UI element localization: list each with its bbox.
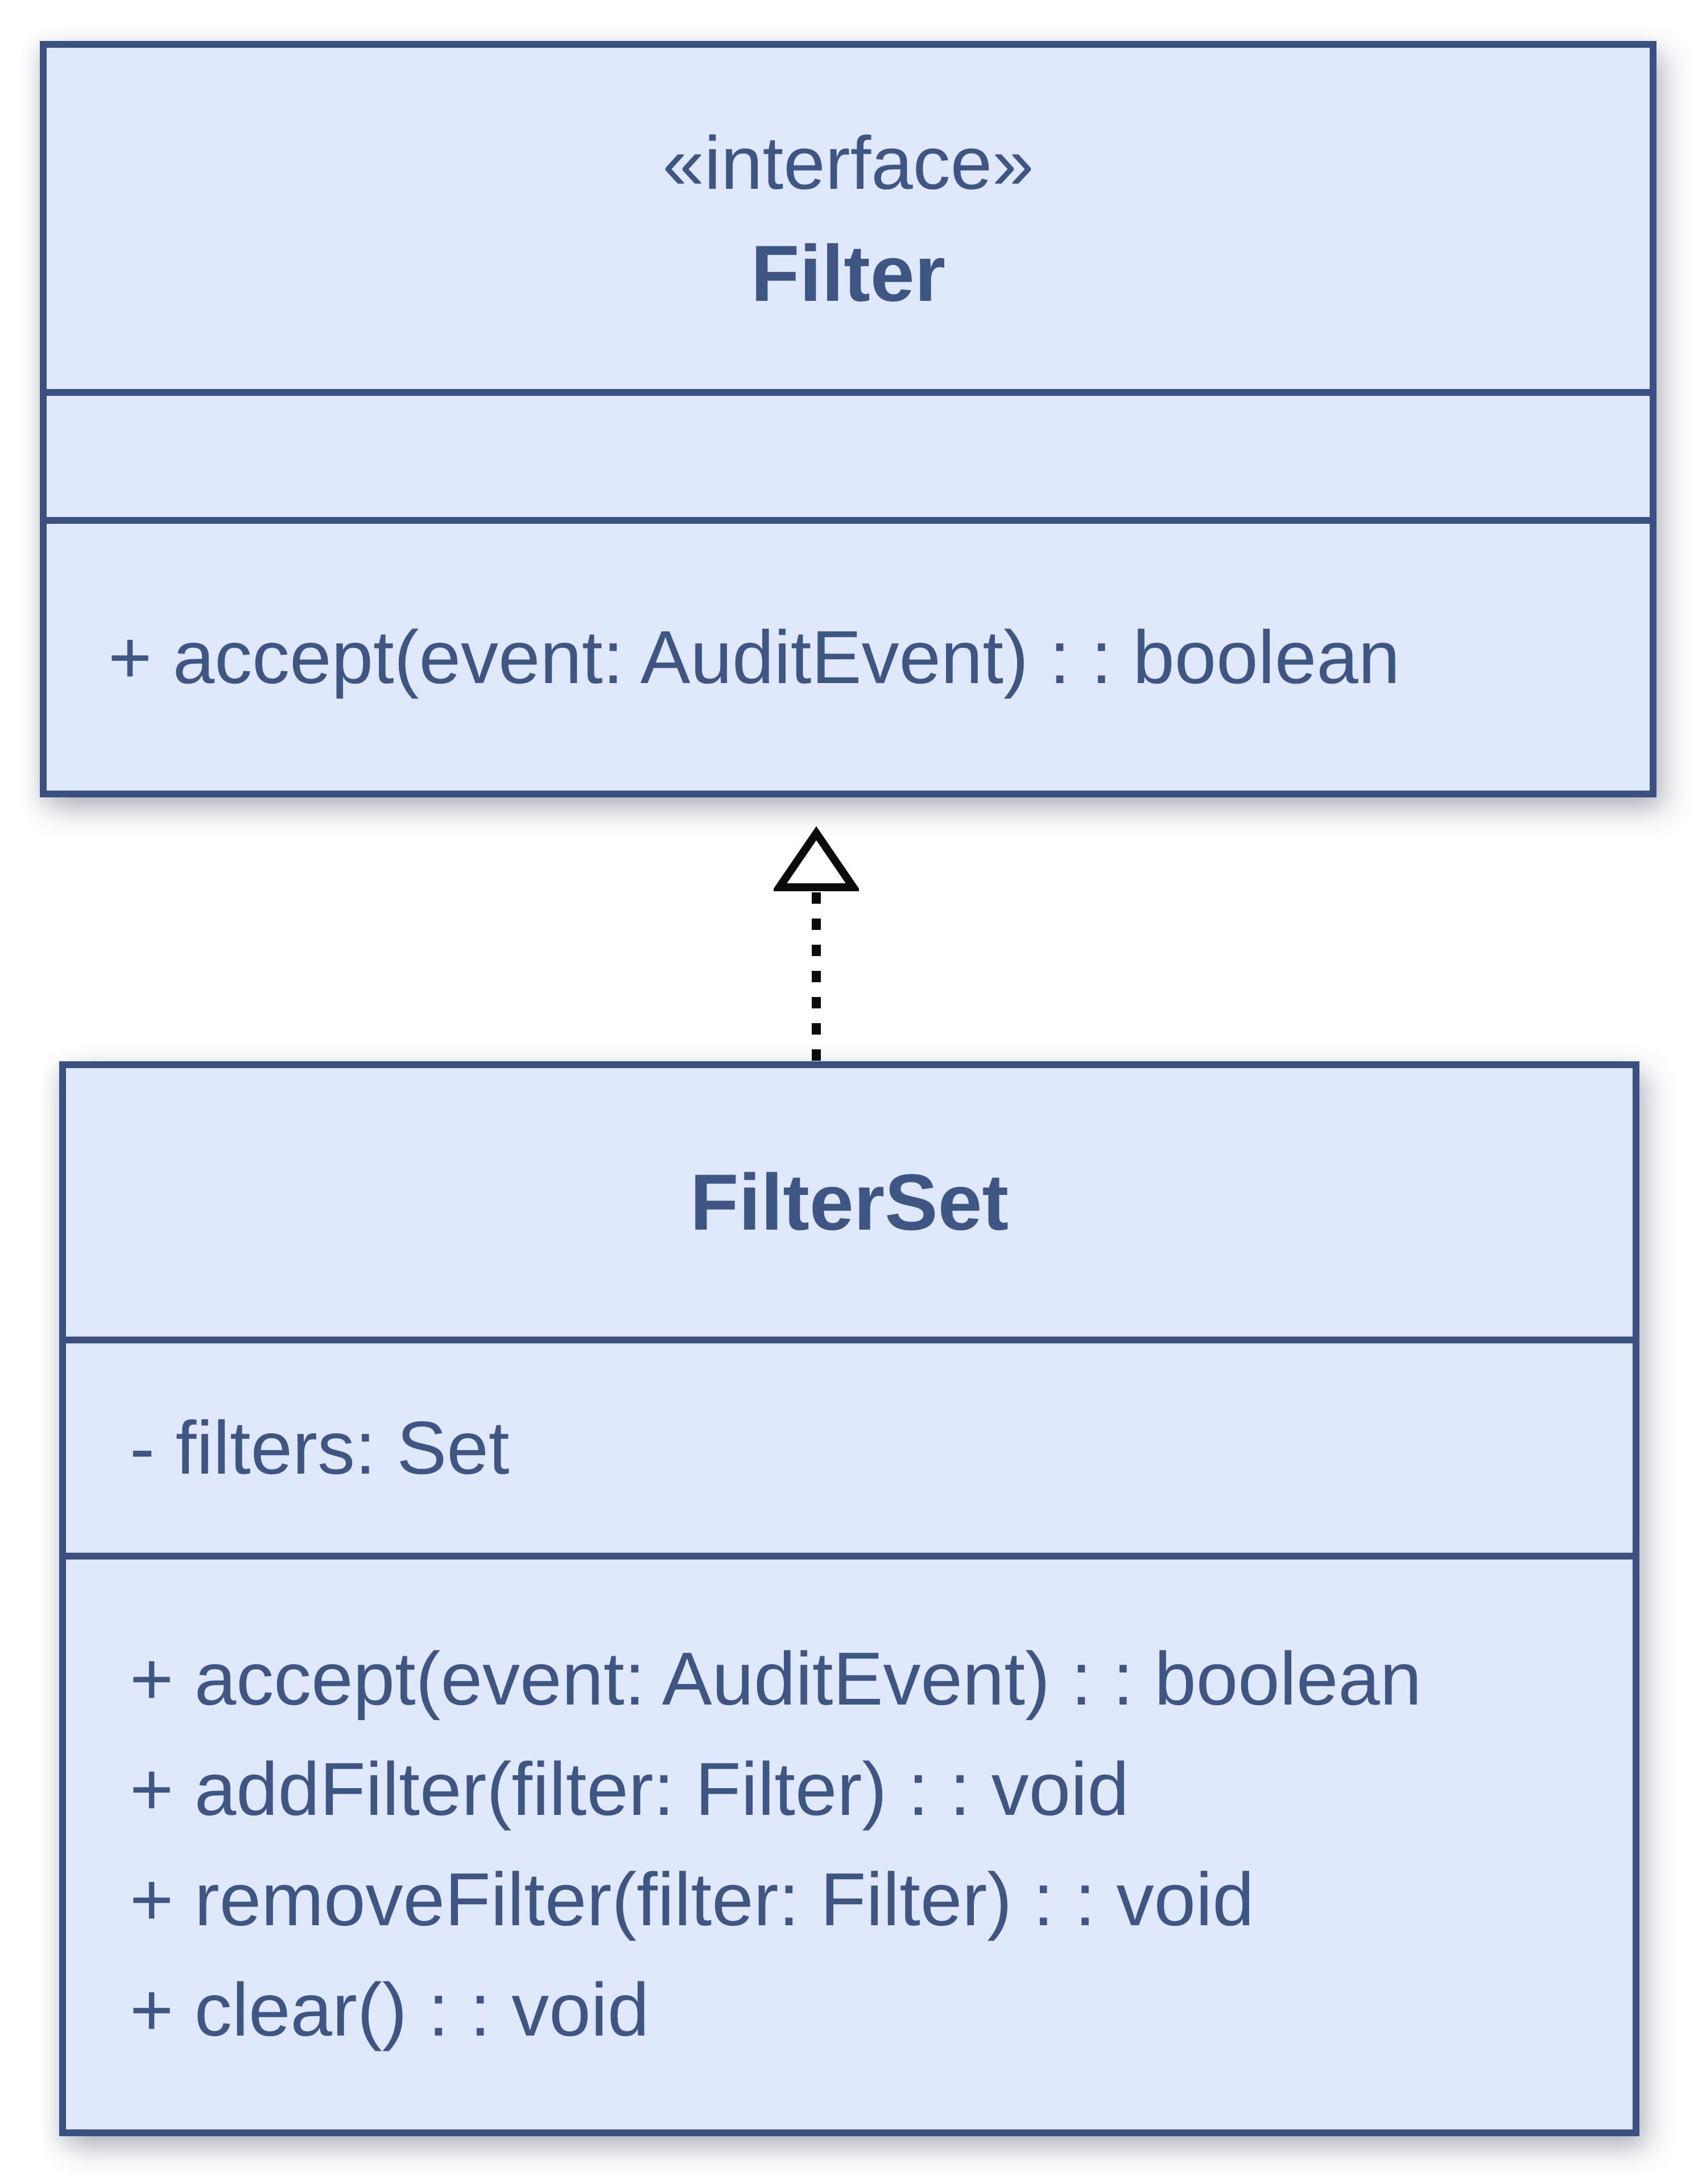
filter-stereotype-label: «interface» (662, 121, 1034, 205)
filterset-methods-compartment: + accept(event: AuditEvent) : : boolean … (66, 1560, 1633, 2129)
filter-title-compartment: «interface» Filter (47, 48, 1650, 396)
realization-arrow (774, 826, 859, 1062)
method-item: + clear() : : void (130, 1968, 650, 2051)
hollow-triangle-arrowhead (774, 826, 859, 891)
class-box-filterset: FilterSet - filters: Set + accept(event:… (59, 1061, 1639, 2136)
method-item: + removeFilter(filter: Filter) : : void (130, 1858, 1254, 1941)
attribute-item: - filters: Set (130, 1406, 510, 1490)
method-item: + accept(event: AuditEvent) : : boolean (130, 1637, 1422, 1720)
filter-attributes-compartment (47, 396, 1650, 524)
class-box-filter: «interface» Filter + accept(event: Audit… (40, 41, 1656, 797)
filter-methods-compartment: + accept(event: AuditEvent) : : boolean (47, 524, 1650, 791)
method-item: + accept(event: AuditEvent) : : boolean (108, 615, 1401, 699)
filterset-title-compartment: FilterSet (66, 1068, 1633, 1343)
method-item: + addFilter(filter: Filter) : : void (130, 1747, 1129, 1831)
filter-class-name: Filter (750, 229, 946, 318)
filterset-class-name: FilterSet (689, 1157, 1009, 1247)
filterset-attributes-compartment: - filters: Set (66, 1343, 1633, 1560)
